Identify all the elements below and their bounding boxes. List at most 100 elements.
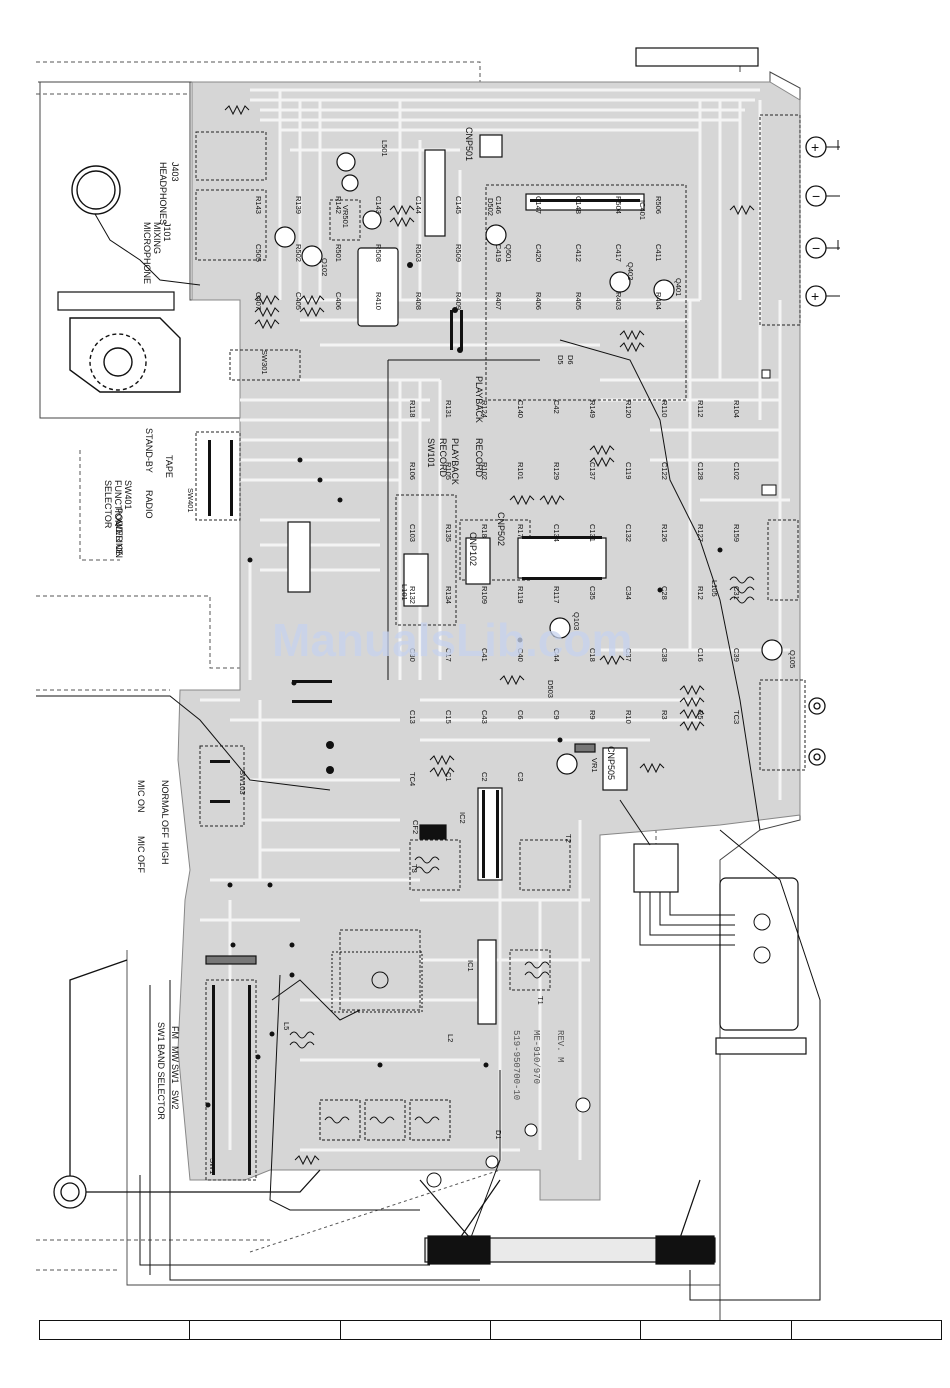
- component-ref-label: C134: [552, 524, 561, 542]
- sw401-line2: SELECTOR: [103, 480, 113, 529]
- component-ref-label: R406: [534, 292, 543, 310]
- component-ref-label: C15: [444, 710, 453, 724]
- title-cell: [792, 1321, 941, 1339]
- ferrite-rod-antenna: [419, 1179, 716, 1265]
- l105-label: L105: [710, 580, 719, 597]
- t1-label: T1: [536, 996, 545, 1005]
- d503-label: D503: [546, 680, 555, 698]
- component-ref-label: TC3: [732, 710, 741, 724]
- component-ref-label: C2: [480, 772, 489, 782]
- component-ref-label: C17: [444, 648, 453, 662]
- component-ref-label: C30: [408, 648, 417, 662]
- component-ref-label: C42: [552, 400, 561, 414]
- mixing-label: MIXING: [152, 222, 162, 254]
- component-ref-label: C3: [516, 772, 525, 782]
- component-ref-label: R129: [552, 462, 561, 480]
- component-ref-label: C44: [552, 648, 561, 662]
- terminal-minus-2: −: [812, 240, 820, 256]
- sw1-pos-fm: FM: [170, 1026, 180, 1039]
- component-ref-label: R101: [516, 462, 525, 480]
- component-ref-label: R109: [480, 586, 489, 604]
- component-ref-label: R135: [444, 524, 453, 542]
- watermark: ManualsLib.com: [272, 614, 632, 666]
- cnp505-label: CNP505: [606, 746, 616, 780]
- sw103-mic-off: MIC OFF: [136, 836, 146, 873]
- component-ref-label: C35: [588, 586, 597, 600]
- component-ref-label: C411: [654, 244, 663, 261]
- ic1-label: IC1: [466, 960, 475, 972]
- component-ref-label: C144: [414, 196, 423, 214]
- component-ref-label: C28: [660, 586, 669, 600]
- headphones-label: HEADPHONES: [158, 162, 168, 225]
- component-ref-label: C9: [552, 710, 561, 720]
- component-ref-label: R142: [334, 196, 343, 214]
- component-ref-label: C18: [588, 648, 597, 662]
- component-ref-label: R124: [480, 400, 489, 418]
- component-ref-label: C16: [696, 648, 705, 662]
- model-text: ME-910/970: [531, 1030, 541, 1084]
- vr1-label: VR1: [590, 758, 599, 773]
- cnp501-connector: [424, 149, 446, 237]
- ic2-label: IC2: [458, 812, 467, 824]
- sw401-pos-radio: RADIO: [144, 490, 154, 519]
- component-ref-label: C43: [480, 710, 489, 724]
- terminal-plus-2: +: [811, 288, 819, 304]
- component-ref-label: R143: [254, 196, 263, 214]
- sw103-ref: SW103: [238, 770, 247, 795]
- led-connector-box: [633, 843, 679, 893]
- terminal-minus-1: −: [812, 188, 820, 204]
- component-ref-label: R502: [294, 244, 303, 262]
- q105-label: Q105: [788, 650, 797, 668]
- component-ref-label: C119: [624, 462, 633, 479]
- l501-label: L501: [380, 140, 389, 157]
- component-ref-label: C407: [254, 292, 263, 310]
- component-ref-label: R410: [374, 292, 383, 310]
- cnp502-label: CNP502: [496, 512, 506, 546]
- component-ref-label: R102: [480, 462, 489, 480]
- sw101-playback-2: PLAYBACK: [474, 376, 484, 423]
- sw301-ref: SW301: [260, 350, 269, 375]
- title-block: [39, 1320, 942, 1340]
- terminal-plus-1: +: [811, 139, 819, 155]
- component-ref-label: R12: [696, 586, 705, 600]
- component-ref-label: C131: [588, 524, 597, 542]
- component-ref-label: R118: [408, 400, 417, 417]
- component-ref-label: C412: [574, 244, 583, 262]
- component-ref-label: R508: [374, 244, 383, 262]
- component-ref-label: R159: [732, 524, 741, 542]
- component-ref-label: R3: [660, 710, 669, 720]
- sw101-ref: SW101: [426, 438, 436, 468]
- component-ref-label: R132: [408, 586, 417, 604]
- component-ref-label: R120: [624, 400, 633, 418]
- title-cell: [341, 1321, 491, 1339]
- l2-label: L2: [446, 1034, 455, 1042]
- component-ref-label: R134: [444, 586, 453, 604]
- rev-text: REV. M: [555, 1030, 565, 1062]
- speaker-mic-outline: [69, 165, 181, 393]
- component-ref-label: R10: [624, 710, 633, 724]
- t3-label: T3: [410, 864, 419, 873]
- component-ref-label: C420: [534, 244, 543, 262]
- d6-label: D6: [566, 355, 575, 365]
- ic-main-chip: [517, 537, 607, 579]
- component-ref-label: R149: [588, 400, 597, 418]
- component-ref-label: C146: [494, 196, 503, 214]
- component-ref-label: R139: [294, 196, 303, 214]
- component-ref-label: C1: [444, 772, 453, 782]
- component-ref-label: C145: [454, 196, 463, 214]
- component-ref-label: C40: [516, 648, 525, 662]
- sw101-record: RECORD: [438, 438, 448, 478]
- sw103-normal: NORMAL: [160, 780, 170, 819]
- title-cell: [491, 1321, 642, 1339]
- sw1-board-ref: SW1: [208, 1158, 217, 1174]
- led-indicator-board: [719, 877, 799, 1031]
- component-ref-label: C41: [480, 648, 489, 662]
- component-ref-label: R504: [614, 196, 623, 214]
- component-ref-label: R506: [654, 196, 663, 214]
- q103-label: Q103: [572, 612, 581, 630]
- component-ref-label: C128: [696, 462, 705, 480]
- cf2-label: CF2: [411, 820, 420, 834]
- component-ref-label: R18: [480, 524, 489, 538]
- component-ref-label: TC4: [408, 772, 417, 786]
